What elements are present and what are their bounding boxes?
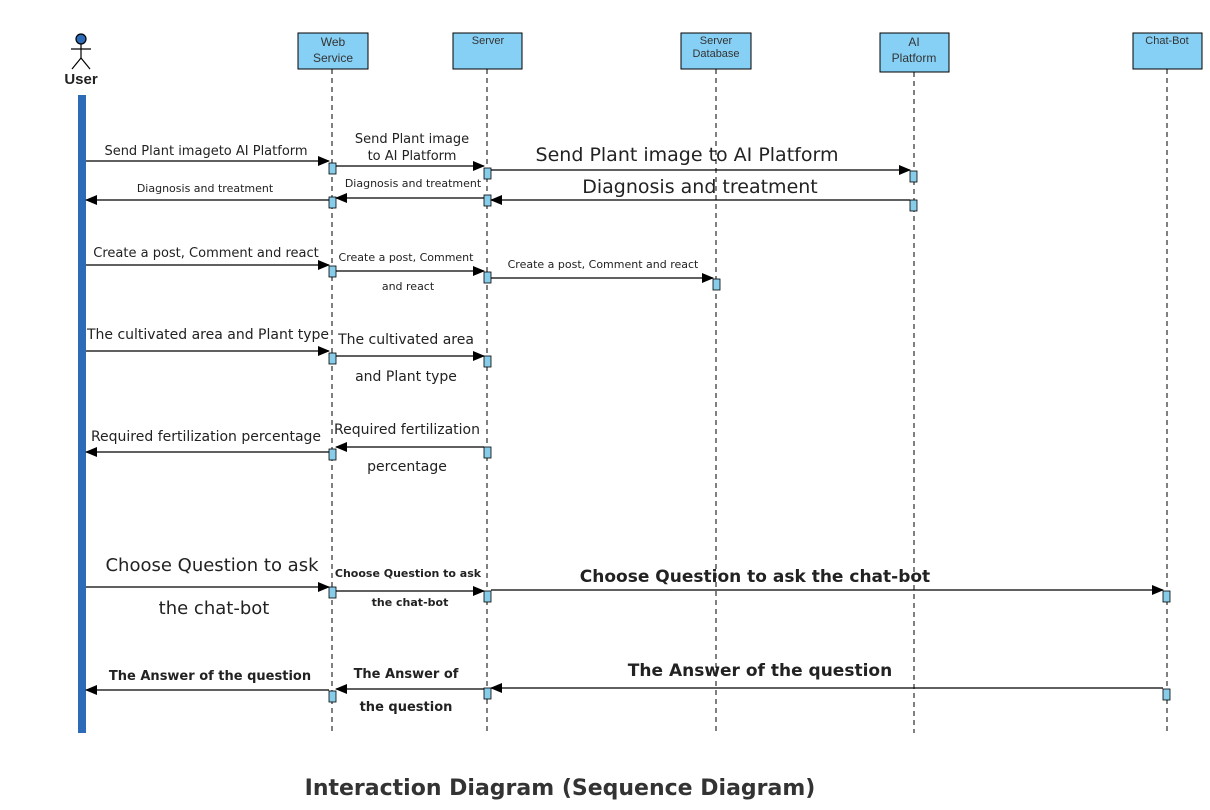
msg-label-m16: Choose Question to ask the chat-bot	[580, 567, 930, 587]
msg-label-m1: Send Plant imageto AI Platform	[104, 144, 307, 159]
lifeline-box-bot: Chat-Bot	[1132, 32, 1203, 70]
msg-label-m5: Diagnosis and treatment	[345, 177, 482, 190]
msg-label-m13b: percentage	[367, 459, 447, 475]
lifeline-label-server: Server	[472, 35, 505, 47]
msg-label-m8a: Create a post, Comment	[339, 251, 475, 264]
msg-label-m8b: and react	[382, 280, 435, 293]
msg-label-m6: Diagnosis and treatment	[137, 182, 274, 195]
lifeline-label-web-1: Web	[321, 35, 346, 49]
msg-label-m12: Required fertilization percentage	[91, 429, 321, 445]
msg-label-m15b: the chat-bot	[372, 596, 449, 609]
lifelines	[331, 69, 1168, 733]
lifeline-label-ai-1: AI	[908, 35, 919, 49]
msg-label-m15a: Choose Question to ask	[335, 567, 482, 580]
actor-label: User	[64, 71, 98, 88]
msg-label-m11b: and Plant type	[355, 369, 457, 385]
msg-label-m7: Create a post, Comment and react	[93, 246, 318, 261]
lifeline-label-web-2: Service	[313, 51, 353, 65]
lifeline-box-db: Server Database	[680, 32, 752, 70]
lifeline-headers: Web Service Server Server Database AI Pl…	[297, 32, 1203, 73]
lifeline-box-ai: AI Platform	[879, 32, 950, 73]
lifeline-box-web: Web Service	[297, 32, 369, 70]
user-activation-bar	[78, 95, 86, 733]
user-actor: User	[64, 33, 98, 88]
message-labels: Send Plant imageto AI Platform Send Plan…	[86, 132, 930, 715]
message-arrows	[85, 156, 1164, 695]
msg-label-m3: Send Plant image to AI Platform	[536, 144, 839, 166]
msg-label-m19: The Answer of the question	[628, 661, 892, 681]
msg-label-m13a: Required fertilization	[334, 422, 480, 438]
msg-label-m9: Create a post, Comment and react	[508, 258, 699, 271]
lifeline-label-ai-2: Platform	[892, 51, 937, 65]
stick-figure-icon	[71, 33, 91, 70]
msg-label-m10: The cultivated area and Plant type	[86, 327, 329, 343]
diagram-caption: Interaction Diagram (Sequence Diagram)	[305, 776, 816, 801]
msg-label-m11a: The cultivated area	[337, 332, 474, 348]
msg-label-m17: The Answer of the question	[109, 669, 311, 684]
lifeline-box-server: Server	[452, 32, 523, 70]
msg-label-m14a: Choose Question to ask	[105, 555, 319, 576]
msg-label-m4: Diagnosis and treatment	[582, 176, 818, 198]
msg-label-m2a: Send Plant image	[355, 132, 469, 147]
msg-label-m18b: the question	[360, 700, 453, 715]
lifeline-label-bot: Chat-Bot	[1145, 35, 1188, 47]
msg-label-m14b: the chat-bot	[159, 598, 270, 619]
msg-label-m18a: The Answer of	[354, 667, 459, 682]
lifeline-label-db-1: Server	[700, 35, 733, 47]
lifeline-label-db-2: Database	[692, 48, 739, 60]
msg-label-m2b: to AI Platform	[368, 149, 457, 164]
